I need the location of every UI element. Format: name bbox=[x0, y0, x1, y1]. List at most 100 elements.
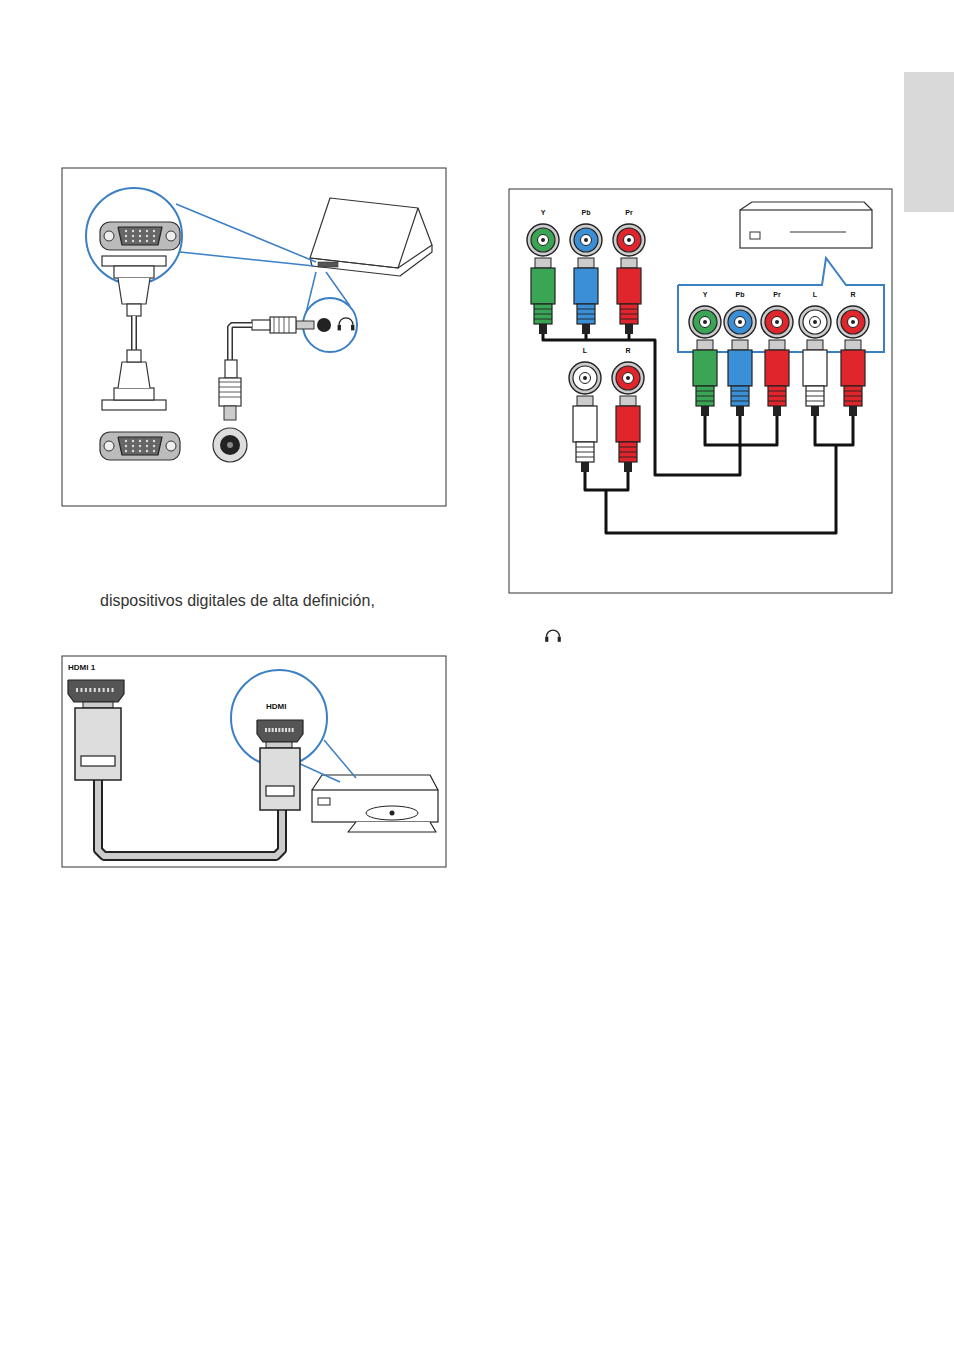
cable bbox=[219, 387, 241, 388]
shape bbox=[736, 406, 744, 416]
shape bbox=[807, 340, 823, 350]
shape bbox=[617, 268, 641, 304]
cable bbox=[696, 401, 714, 402]
shape bbox=[509, 189, 892, 593]
circle bbox=[125, 235, 127, 237]
shape bbox=[225, 360, 237, 378]
circle bbox=[627, 238, 631, 242]
circle bbox=[765, 310, 789, 334]
shape bbox=[114, 266, 154, 278]
cable bbox=[577, 314, 595, 315]
circle bbox=[584, 238, 588, 242]
circle bbox=[146, 240, 148, 242]
circle bbox=[837, 306, 869, 338]
shape bbox=[265, 728, 267, 732]
cable bbox=[118, 437, 162, 455]
circle bbox=[153, 445, 155, 447]
cable bbox=[619, 447, 637, 448]
shape bbox=[693, 350, 717, 386]
connector-label: Pb bbox=[736, 291, 745, 298]
cable bbox=[98, 780, 282, 856]
connector-label: HDMI 1 bbox=[68, 664, 95, 672]
cable bbox=[768, 401, 786, 402]
cable bbox=[619, 457, 637, 458]
shape bbox=[100, 432, 180, 460]
cable bbox=[289, 317, 290, 333]
cable bbox=[696, 391, 714, 392]
circle bbox=[775, 320, 779, 324]
cable bbox=[534, 314, 552, 315]
shape bbox=[94, 688, 96, 692]
circle bbox=[738, 320, 742, 324]
cable bbox=[585, 334, 588, 340]
circle bbox=[139, 230, 141, 232]
circle bbox=[728, 310, 752, 334]
circle bbox=[153, 450, 155, 452]
cable bbox=[118, 362, 150, 388]
shape bbox=[219, 378, 241, 406]
circle bbox=[146, 445, 148, 447]
shape bbox=[576, 442, 594, 462]
circle bbox=[125, 440, 127, 442]
shape bbox=[288, 728, 290, 732]
cable bbox=[731, 396, 749, 397]
cable bbox=[620, 309, 638, 310]
connector-label: L bbox=[583, 347, 587, 354]
cable bbox=[806, 401, 824, 402]
circle bbox=[132, 240, 134, 242]
shape bbox=[904, 72, 954, 212]
circle bbox=[703, 320, 707, 324]
shape bbox=[697, 340, 713, 350]
shape bbox=[849, 406, 857, 416]
cable bbox=[844, 401, 862, 402]
cable bbox=[68, 680, 124, 702]
circle bbox=[132, 445, 134, 447]
circle bbox=[531, 228, 555, 252]
shape bbox=[318, 262, 338, 267]
disc bbox=[366, 806, 418, 820]
circle bbox=[220, 435, 240, 455]
shape bbox=[811, 406, 819, 416]
shape bbox=[268, 728, 270, 732]
shape bbox=[75, 708, 121, 780]
circle bbox=[803, 310, 827, 334]
shape bbox=[127, 304, 141, 316]
cable bbox=[740, 202, 872, 210]
shape bbox=[768, 386, 786, 406]
shape bbox=[103, 688, 105, 692]
circle bbox=[799, 306, 831, 338]
shape bbox=[102, 400, 166, 410]
connector-label: Pr bbox=[625, 209, 632, 216]
shape bbox=[701, 406, 709, 416]
circle bbox=[583, 376, 587, 380]
shape bbox=[621, 258, 637, 268]
circle bbox=[851, 320, 855, 324]
cable bbox=[118, 227, 162, 245]
cable bbox=[577, 319, 595, 320]
shape bbox=[80, 688, 82, 692]
cable bbox=[98, 780, 282, 856]
circle bbox=[139, 440, 141, 442]
circle bbox=[570, 224, 602, 256]
cable bbox=[619, 452, 637, 453]
circle bbox=[227, 442, 233, 448]
connector-label: Y bbox=[703, 291, 708, 298]
shape bbox=[841, 350, 865, 386]
circle bbox=[146, 450, 148, 452]
circle bbox=[139, 450, 141, 452]
cable bbox=[696, 396, 714, 397]
cable bbox=[739, 416, 742, 445]
circle bbox=[132, 230, 134, 232]
shape bbox=[539, 324, 547, 334]
shape bbox=[806, 386, 824, 406]
circle bbox=[317, 318, 331, 332]
cable bbox=[219, 382, 241, 383]
shape bbox=[89, 688, 91, 692]
circle bbox=[581, 235, 592, 246]
cable bbox=[731, 391, 749, 392]
cable bbox=[606, 445, 836, 533]
shape bbox=[728, 350, 752, 386]
circle bbox=[538, 235, 549, 246]
circle bbox=[761, 306, 793, 338]
circle bbox=[153, 240, 155, 242]
